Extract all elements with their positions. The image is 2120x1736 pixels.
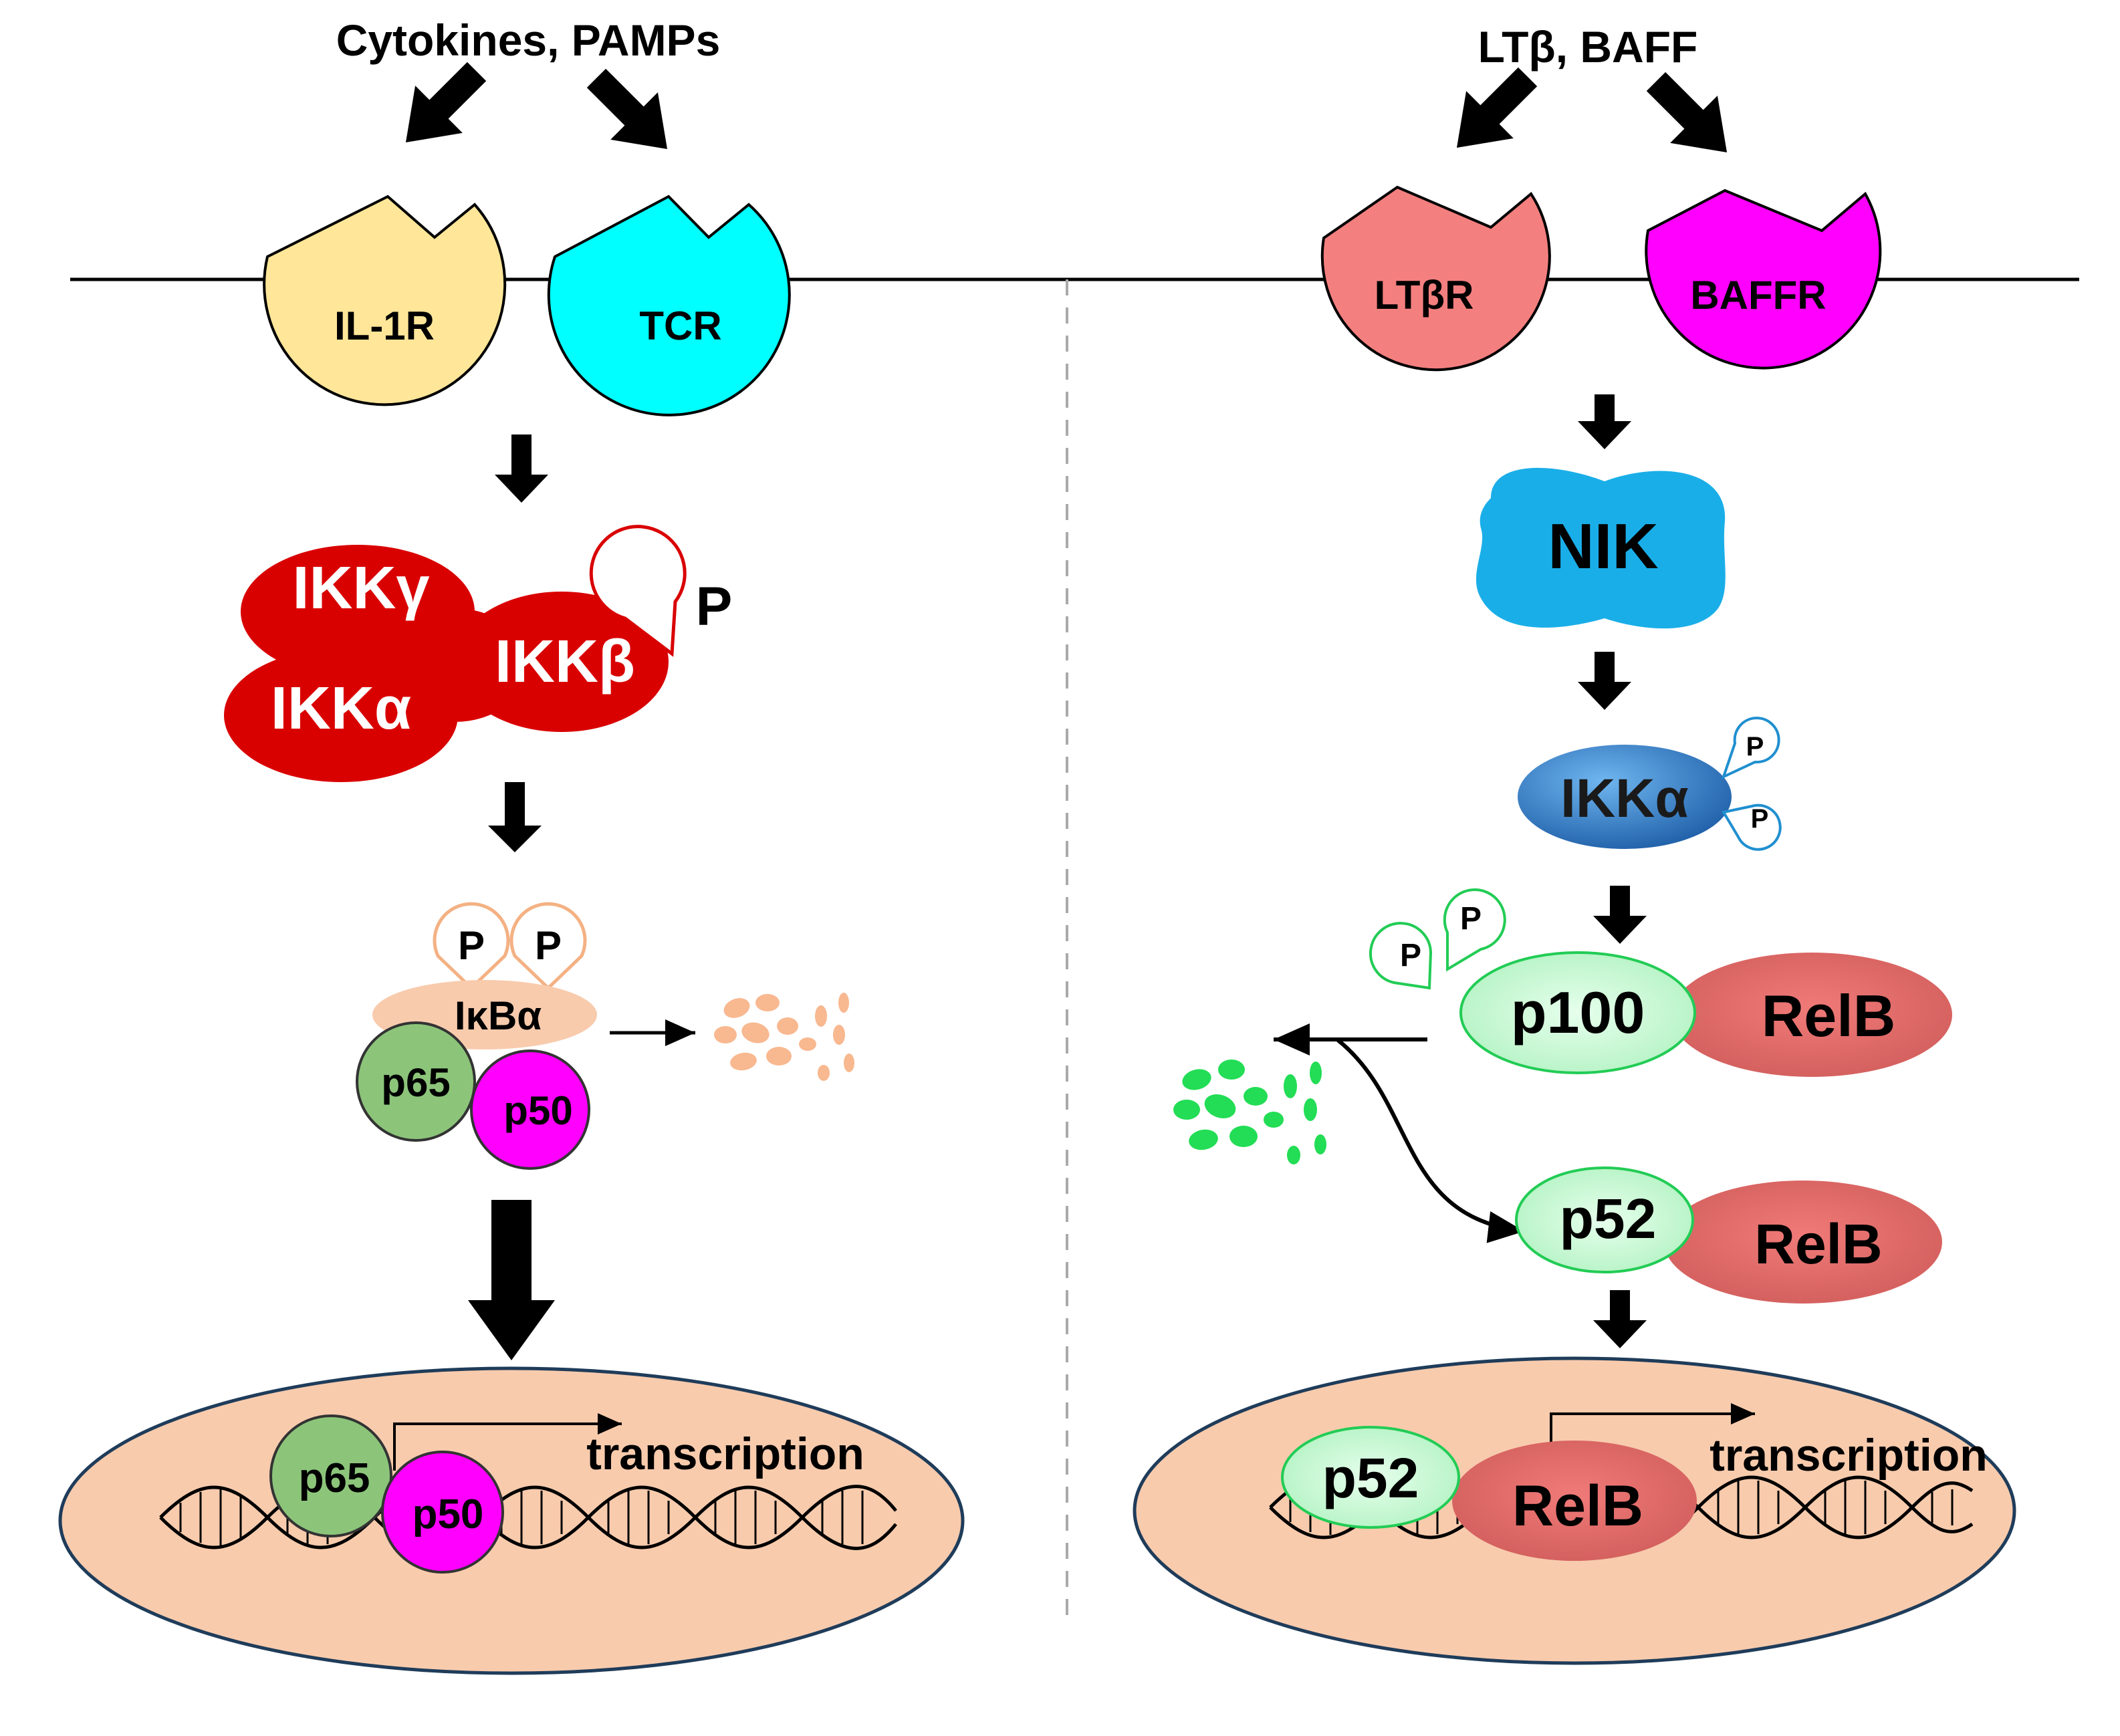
p65-nucleus-label: p65 <box>299 1455 370 1501</box>
ikk-gamma-label: IKKγ <box>292 555 429 622</box>
p100-phospho-label-1: P <box>1400 938 1421 973</box>
arrow-ikk-to-ikba <box>488 782 542 852</box>
ikka-phospho-tag-2 <box>1721 803 1782 851</box>
ikba-label: IκBα <box>455 993 542 1038</box>
ikk-phospho-label: P <box>696 576 733 637</box>
p100-shape <box>1459 951 1696 1074</box>
receptor-baffr-shape <box>1645 189 1882 370</box>
transcription-label-right: transcription <box>1710 1430 1988 1481</box>
arrow-receptor-to-ikk <box>495 435 548 503</box>
ikba-phospho-tag-2 <box>509 902 587 991</box>
p52-processed-shape <box>1515 1166 1694 1273</box>
ikka-noncanonical: IKKα P P <box>1518 717 1782 851</box>
ikka-phospho-tag-1 <box>1721 717 1780 779</box>
receptor-ltbr-shape <box>1320 185 1551 372</box>
relb-nucleus-shape <box>1452 1441 1697 1561</box>
ikba-p65-p50-complex: P P IκBα p65 p50 <box>356 902 597 1170</box>
arrow-receptor-to-nik <box>1578 394 1631 449</box>
ikk-phospho-tag <box>589 525 687 657</box>
arrow-ikka-to-p100 <box>1593 886 1647 944</box>
ikk-center-blob <box>381 608 528 722</box>
p52-nucleus-shape <box>1281 1426 1460 1529</box>
ikka-phospho-label-1: P <box>1746 732 1764 761</box>
nucleus-left-shape <box>58 1366 965 1675</box>
receptor-tcr: TCR <box>547 195 791 416</box>
p100-phospho-tag-2 <box>1443 888 1506 972</box>
p100-processing-arrow <box>1336 1037 1525 1243</box>
arrow-nik-to-ikka <box>1578 652 1631 710</box>
relb-processed-shape <box>1664 1181 1942 1304</box>
transcription-arrow-left <box>393 1413 622 1471</box>
nucleus-left: p65 p50 transcription <box>58 1366 965 1675</box>
nik-kinase: NIK <box>1476 467 1726 629</box>
p100-degradation-fragments <box>1173 1060 1326 1164</box>
ikba-phospho-label-2: P <box>535 923 562 968</box>
left-stimulus-label: Cytokines, PAMPs <box>336 15 721 65</box>
ikba-phospho-label-1: P <box>458 923 485 968</box>
stimulus-arrow-tcr <box>586 68 668 150</box>
p50-nucleus-shape <box>381 1451 504 1574</box>
p65-cytoplasm-label: p65 <box>381 1060 450 1105</box>
stimulus-arrow-il1r <box>405 61 487 143</box>
ikka-phospho-label-2: P <box>1751 804 1769 834</box>
transcription-arrow-right <box>1550 1403 1755 1444</box>
receptor-il1r: IL-1R <box>263 195 507 406</box>
ikka-right-label: IKKα <box>1560 768 1689 829</box>
p65-nucleus-shape <box>269 1414 392 1537</box>
nik-label: NIK <box>1548 511 1658 582</box>
receptor-tcr-shape <box>547 195 791 416</box>
receptor-baffr-label: BAFFR <box>1690 273 1826 318</box>
p100-phospho-tag-1 <box>1369 922 1433 990</box>
ikk-complex: P IKKγ IKKα IKKβ <box>224 525 733 782</box>
receptor-ltbr-label: LTβR <box>1375 273 1474 318</box>
p100-phospho-label-2: P <box>1460 901 1482 937</box>
receptor-il1r-shape <box>263 195 507 406</box>
nucleus-right: p52 RelB transcription <box>1133 1356 2016 1665</box>
p50-cytoplasm-label: p50 <box>503 1088 572 1133</box>
relb-cytoplasm-label: RelB <box>1762 983 1896 1049</box>
ikba-phospho-tag-1 <box>433 902 510 991</box>
relb-processed-label: RelB <box>1754 1213 1882 1275</box>
ikk-alpha-label: IKKα <box>271 675 411 742</box>
ikk-beta-label: IKKβ <box>495 628 635 695</box>
relb-cytoplasm-shape <box>1671 953 1952 1077</box>
receptor-tcr-label: TCR <box>639 303 721 348</box>
p65-cytoplasm-shape <box>356 1021 476 1142</box>
ikka-right-shape <box>1518 745 1732 849</box>
relb-nucleus-label: RelB <box>1512 1474 1643 1538</box>
arrow-p52-to-nucleus <box>1593 1290 1647 1348</box>
arrow-ikba-to-nucleus <box>468 1200 555 1360</box>
receptor-ltbr: LTβR <box>1320 185 1551 372</box>
p52-processed-label: p52 <box>1560 1187 1657 1250</box>
receptor-il1r-label: IL-1R <box>334 303 435 348</box>
p50-cytoplasm-shape <box>470 1049 590 1170</box>
right-stimulus-label: LTβ, BAFF <box>1478 22 1698 72</box>
ikba-degradation-fragments <box>714 993 854 1081</box>
p52-relb-complex: p52 RelB <box>1515 1166 1942 1304</box>
p52-nucleus-label: p52 <box>1322 1447 1419 1509</box>
p100-relb-complex: P P p100 RelB <box>1369 888 1952 1077</box>
receptor-baffr: BAFFR <box>1645 189 1882 370</box>
stimulus-arrow-ltbr <box>1456 67 1538 148</box>
nik-shape <box>1476 467 1726 629</box>
p50-nucleus-label: p50 <box>413 1491 484 1537</box>
transcription-label-left: transcription <box>586 1429 864 1479</box>
stimulus-arrow-baffr <box>1646 72 1728 153</box>
p100-label: p100 <box>1511 979 1645 1045</box>
